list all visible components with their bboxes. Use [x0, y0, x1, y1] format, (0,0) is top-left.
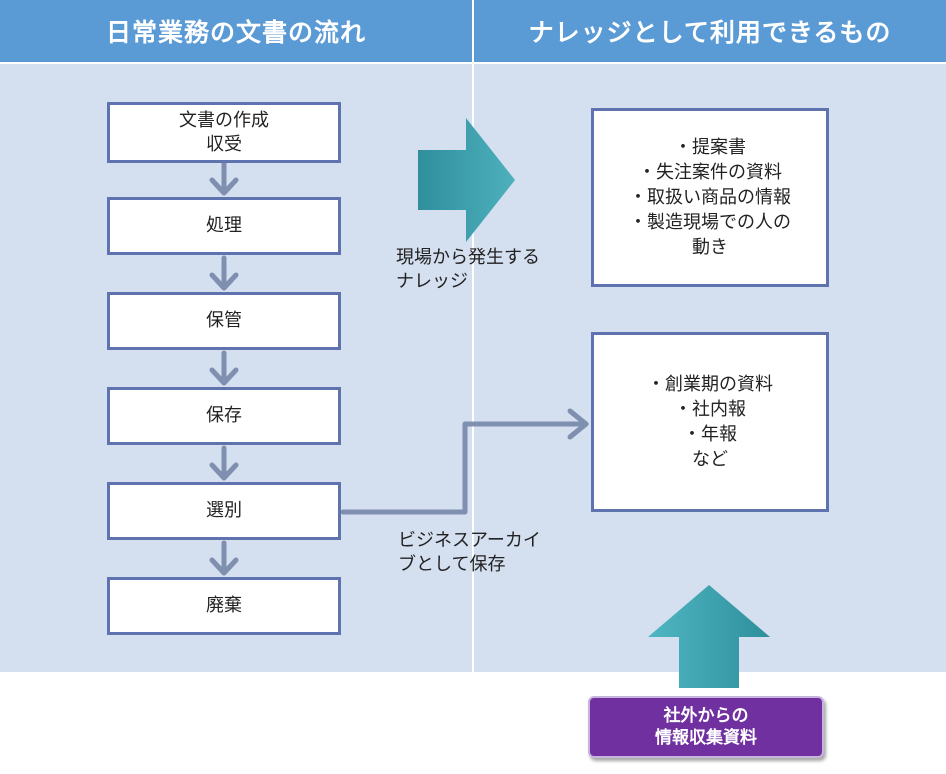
flow-box-store: 保存 [107, 387, 341, 445]
flow-box-label: 廃棄 [206, 595, 242, 616]
flow-box-label: 選別 [206, 500, 242, 521]
header-daily-flow-text: 日常業務の文書の流れ [105, 18, 366, 47]
external-info-line: 社外からの [663, 706, 749, 726]
label-line: ナレッジ [396, 271, 468, 292]
label-line: 現場から発生する [396, 247, 540, 268]
flow-box-label: 文書の作成 [179, 109, 269, 131]
knowledge-box-archives: ・創業期の資料 ・社内報 ・年報 など [591, 332, 829, 512]
external-info-line: 情報収集資料 [655, 728, 757, 748]
label-line: ブとして保存 [398, 554, 506, 575]
label-business-archive: ビジネスアーカイ ブとして保存 [398, 529, 541, 577]
label-field-knowledge: 現場から発生する ナレッジ [396, 246, 540, 294]
flow-box-label: 処理 [206, 215, 242, 236]
divider-horizontal [0, 62, 946, 64]
flow-box-select: 選別 [107, 482, 341, 540]
knowledge-box-documents: ・提案書 ・失注案件の資料 ・取扱い商品の情報 ・製造現場での人の 動き [591, 108, 829, 287]
knowledge-item: ・製造現場での人の [629, 212, 791, 233]
knowledge-item: ・失注案件の資料 [638, 162, 782, 183]
flow-arrow-2 [209, 255, 239, 291]
knowledge-item: 動き [692, 237, 728, 258]
header-daily-flow: 日常業務の文書の流れ [0, 0, 472, 62]
flow-box-dispose: 廃棄 [107, 577, 341, 635]
flow-arrow-1 [209, 160, 239, 196]
divider-vertical [472, 0, 474, 672]
flow-box-label: 保管 [206, 310, 242, 331]
knowledge-item: ・年報 [683, 424, 737, 445]
external-info-box: 社外からの 情報収集資料 [588, 696, 824, 758]
archive-connector [340, 408, 589, 515]
knowledge-item: ・創業期の資料 [647, 374, 773, 395]
knowledge-item: ・社内報 [674, 399, 746, 420]
knowledge-right-arrow [418, 118, 515, 242]
label-line: ビジネスアーカイ [398, 530, 541, 551]
header-knowledge-text: ナレッジとして利用できるもの [528, 18, 892, 47]
flow-box-keep: 保管 [107, 292, 341, 350]
flow-arrow-3 [209, 350, 239, 386]
knowledge-item: ・提案書 [674, 137, 746, 158]
knowledge-item: ・取扱い商品の情報 [629, 187, 791, 208]
flow-box-process: 処理 [107, 197, 341, 255]
flow-box-create-receive: 文書の作成 収受 [107, 102, 341, 163]
knowledge-item: など [692, 449, 728, 470]
flow-box-label: 収受 [206, 133, 242, 155]
flow-arrow-5 [209, 540, 239, 576]
external-up-arrow [648, 585, 770, 688]
header-knowledge: ナレッジとして利用できるもの [474, 0, 946, 62]
flow-arrow-4 [209, 445, 239, 481]
flow-box-label: 保存 [206, 405, 242, 426]
